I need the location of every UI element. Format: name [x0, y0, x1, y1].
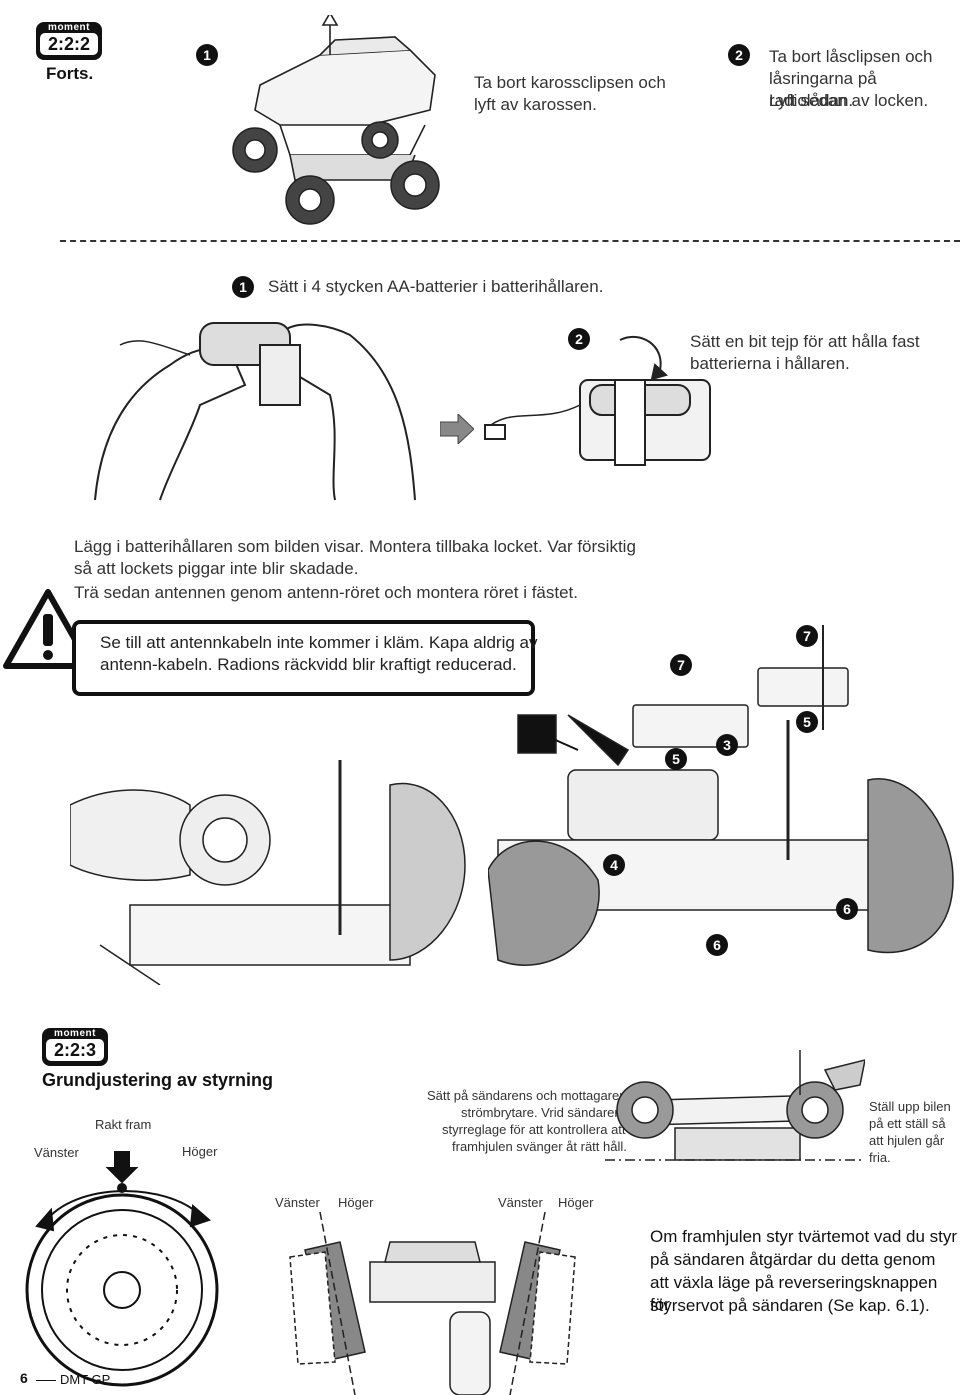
step2-text-line2: låsringarna på radiolådan. [769, 69, 877, 110]
step1-text-line2: lyft av karossen. [474, 95, 597, 114]
wheel-right-a: Höger [338, 1195, 374, 1210]
taped-battery-holder-illustration [484, 335, 711, 466]
warning-line2: antenn-kabeln. Radions räckvidd blir kra… [100, 655, 517, 674]
tag-number-2: 2:2:3 [46, 1039, 104, 1061]
callout-6a: 6 [836, 898, 858, 920]
warning-line1: Se till att antennkabeln inte kommer i k… [100, 633, 538, 652]
tag-label: moment [48, 22, 90, 33]
engine-antenna-illustration [70, 760, 466, 985]
battery-step2-number: 2 [568, 328, 590, 350]
reverse-text-line4: styrservot på sändaren (Se kap. 6.1). [650, 1296, 930, 1315]
instruction-line3: Trä sedan antennen genom antenn-röret oc… [74, 583, 578, 602]
callout-4: 4 [603, 854, 625, 876]
instruction-line2: så att lockets piggar inte blir skadade. [74, 559, 359, 578]
step-tag-222: moment 2:2:2 [36, 22, 102, 60]
reverse-text-line2: på sändaren åtgärdar du detta genom [650, 1250, 936, 1269]
transmitter-text-line4: framhjulen svänger åt rätt håll. [452, 1139, 627, 1154]
battery-step2-text-line2: batterierna i hållaren. [690, 354, 850, 373]
battery-step1-number: 1 [232, 276, 254, 298]
radio-box-chassis-illustration [488, 625, 954, 966]
reverse-text-line1: Om framhjulen styr tvärtemot vad du styr [650, 1227, 958, 1246]
callout-5b: 5 [796, 711, 818, 733]
step2-text-line1: Ta bort låsclipsen och [769, 47, 933, 66]
step1-number: 1 [196, 44, 218, 66]
instruction-line1: Lägg i batterihållaren som bilden visar.… [74, 537, 636, 556]
product-name: DMT GP [60, 1372, 111, 1387]
callout-5a: 5 [665, 748, 687, 770]
label-right: Höger [182, 1144, 218, 1159]
stand-text-line3: att hjulen går [869, 1133, 945, 1148]
page-number: 6 [20, 1370, 28, 1386]
wheel-left-b: Vänster [498, 1195, 543, 1210]
callout-7a: 7 [670, 654, 692, 676]
tag-label-2: moment [54, 1028, 96, 1039]
battery-step1-text: Sätt i 4 stycken AA-batterier i batterih… [268, 277, 604, 296]
step-tag-223: moment 2:2:3 [42, 1028, 108, 1066]
callout-7b: 7 [796, 625, 818, 647]
steering-heading: Grundjustering av styrning [42, 1070, 274, 1090]
front-wheels-steering-illustration [289, 1212, 576, 1395]
wheel-left-a: Vänster [275, 1195, 320, 1210]
step1-text-line1: Ta bort karossclipsen och [474, 73, 666, 92]
battery-step2-text-line1: Sätt en bit tejp för att hålla fast [690, 332, 920, 351]
hands-battery-illustration [94, 322, 416, 501]
callout-6b: 6 [706, 934, 728, 956]
step2-text-line3: Lyft sedan av locken. [769, 91, 929, 110]
footer-rule [36, 1380, 56, 1381]
stand-text-line4: fria. [869, 1150, 891, 1165]
section-divider [60, 240, 960, 242]
label-straight: Rakt fram [95, 1117, 152, 1132]
step2-number: 2 [728, 44, 750, 66]
continued-label: Forts. [46, 64, 94, 83]
tag-number: 2:2:2 [40, 33, 98, 55]
car-on-stand-illustration [605, 1050, 865, 1161]
wheel-right-b: Höger [558, 1195, 594, 1210]
callout-3: 3 [716, 734, 738, 756]
steering-wheel-illustration [25, 1151, 219, 1387]
stand-text-line1: Ställ upp bilen [869, 1099, 951, 1114]
transmitter-text-line2: strömbrytare. Vrid sändarens [461, 1105, 629, 1120]
transmitter-text-line3: styrreglage för att kontrollera att [442, 1122, 626, 1137]
warning-triangle-icon [3, 589, 93, 669]
label-left: Vänster [34, 1145, 79, 1160]
reverse-text-line3: att växla läge på reverseringsknappen fö… [650, 1273, 938, 1314]
warning-box [72, 620, 535, 696]
transmitter-text-line1: Sätt på sändarens och mottagarens [427, 1088, 633, 1103]
arrow-right-icon [440, 414, 474, 444]
stand-text-line2: på ett ställ så [869, 1116, 946, 1131]
truck-illustration [232, 15, 440, 225]
